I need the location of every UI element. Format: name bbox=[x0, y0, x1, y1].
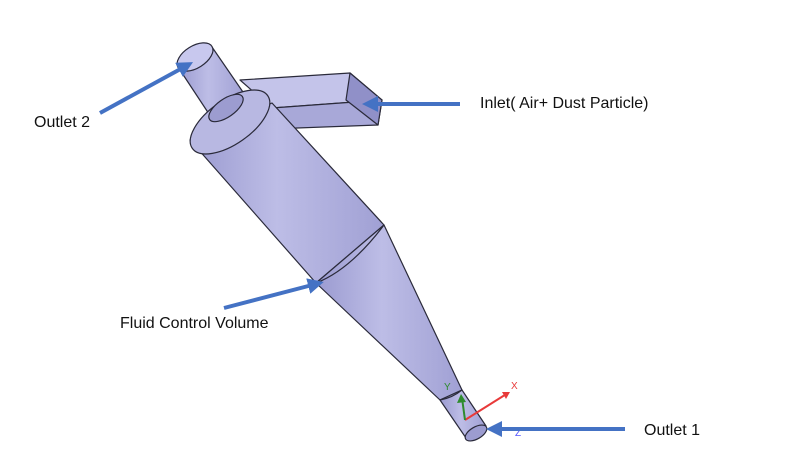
inlet-label: Inlet( Air+ Dust Particle) bbox=[480, 95, 649, 112]
axis-triad: X Y Z bbox=[444, 381, 521, 439]
callout-arrows bbox=[99, 62, 625, 437]
outlet-2-label: Outlet 2 bbox=[34, 114, 91, 131]
fluid-control-volume-arrow bbox=[223, 278, 324, 310]
axis-x-arrowhead bbox=[502, 392, 510, 399]
axis-x-line bbox=[464, 392, 509, 421]
outlet-1-label: Outlet 1 bbox=[644, 422, 701, 439]
axis-z-label: Z bbox=[515, 428, 521, 439]
outlet-2-arrow bbox=[99, 62, 194, 115]
fluid-control-volume-label: Fluid Control Volume bbox=[120, 315, 269, 332]
cyclone-body bbox=[189, 89, 488, 442]
axis-y-arrowhead bbox=[457, 394, 466, 403]
axis-y-label: Y bbox=[444, 382, 451, 393]
axis-x-label: X bbox=[511, 381, 518, 392]
